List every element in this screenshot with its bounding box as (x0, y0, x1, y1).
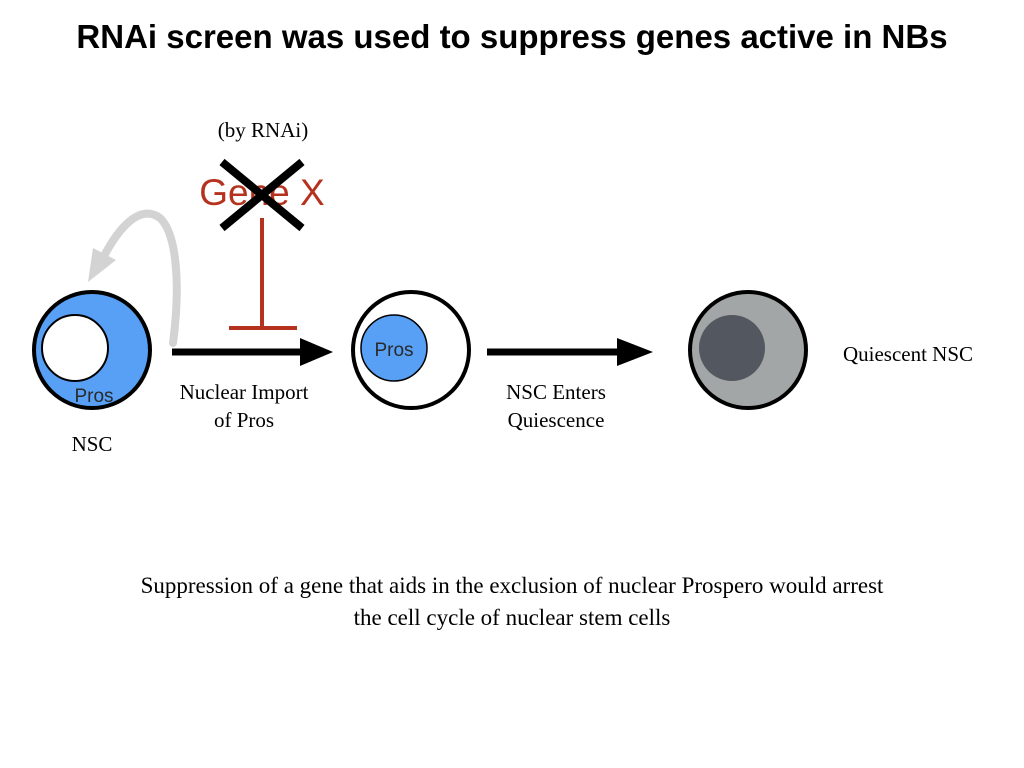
quiescent-nsc-caption: Quiescent NSC (843, 342, 973, 366)
slide-caption: Suppression of a gene that aids in the e… (30, 570, 994, 634)
caption-line-2: the cell cycle of nuclear stem cells (353, 605, 671, 630)
knockdown-cross-icon (219, 158, 305, 232)
import-arrow-label-line2: of Pros (214, 408, 274, 432)
import-arrow (172, 338, 333, 366)
slide-title: RNAi screen was used to suppress genes a… (76, 18, 948, 55)
quiescence-arrow-label-line1: NSC Enters (506, 380, 606, 404)
nsc-pros-label: Pros (74, 386, 113, 407)
caption-line-1: Suppression of a gene that aids in the e… (140, 573, 884, 598)
inhibition-bar (229, 218, 297, 330)
nuclear-pros-label: Pros (374, 340, 413, 361)
quiescence-arrow (487, 338, 653, 366)
quiescence-arrow-label-line2: Quiescence (508, 408, 605, 432)
nuclear-pros-nucleus (360, 314, 428, 382)
nsc-caption: NSC (72, 432, 113, 456)
nsc-nucleus (41, 314, 109, 382)
quiescent-nsc-cell (688, 290, 808, 410)
self-renewal-loop-arrow (88, 209, 181, 347)
rnai-method-label: (by RNAi) (218, 118, 308, 142)
nsc-cell: Pros (32, 290, 152, 410)
import-arrow-label-line1: Nuclear Import (180, 380, 309, 404)
quiescent-nucleus (699, 315, 765, 381)
nuclear-pros-cell: Pros (351, 290, 471, 410)
